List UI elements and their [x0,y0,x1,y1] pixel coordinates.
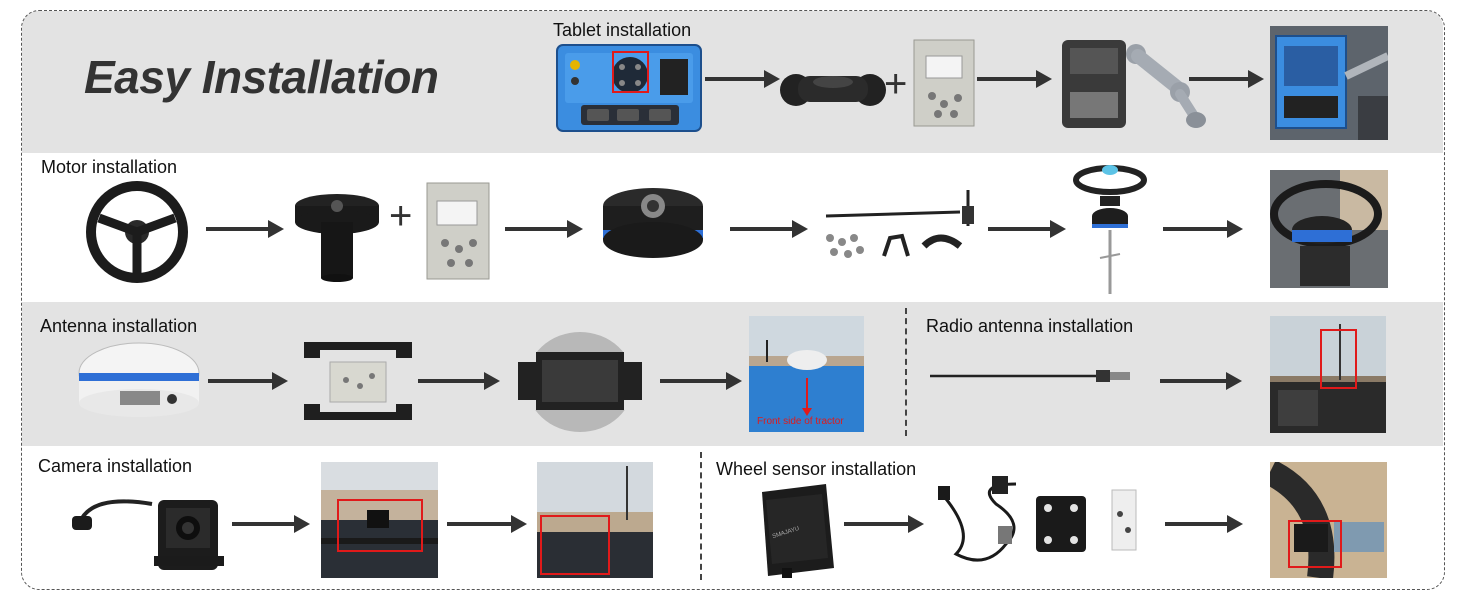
antenna-with-bracket-image [518,332,642,432]
camera-installed-photo [537,462,653,578]
assembled-steering-image [1073,165,1147,294]
dashed-frame [21,10,1445,590]
tablet-section-band [22,11,1443,153]
wheel-sensor-device-image [762,484,834,578]
camera-device-image [72,499,224,570]
camera-section-band [22,446,1443,588]
plus-icon: + [389,194,413,238]
section-divider [700,452,702,580]
arrow-right-icon [206,220,284,238]
mount-highlight-box [612,51,649,93]
arrow-right-icon [418,372,500,390]
antenna-bracket-kit-image [304,342,412,420]
antenna-roof-photo: Front side of tractor [749,316,864,432]
antenna-section-label: Antenna installation [40,316,198,336]
installed-radio-antenna-photo [1270,316,1386,433]
section-divider [905,308,907,436]
arrow-right-icon [208,372,288,390]
installed-tablet-photo [1270,26,1388,140]
arrow-right-icon [1160,372,1242,390]
camera-location-highlight-box [540,515,610,575]
front-side-caption: Front side of tractor [757,416,844,427]
gnss-antenna-image [78,342,200,417]
bracket-kit-image [825,190,974,258]
radio-antenna-highlight-box [1320,329,1357,389]
arrow-right-icon [505,220,583,238]
wheel-sensor-cable-kit-image [938,476,1137,562]
tablet-device-image [556,44,702,132]
steering-wheel-image [86,181,188,283]
camera-mount-photo [321,462,438,578]
plus-icon: + [884,62,908,106]
wheel-sensor-section-label: Wheel sensor installation [716,459,917,479]
arrow-right-icon [977,70,1052,88]
electric-motor-image [603,188,703,258]
screws-bag-image [913,39,975,127]
arrow-right-icon [232,515,310,533]
ball-mount-image [780,74,886,106]
arrow-right-icon [730,220,808,238]
tablet-arm-mount-image [1062,40,1206,128]
installed-motor-photo [1270,170,1388,288]
arrow-right-icon [660,372,742,390]
arrow-right-icon [988,220,1066,238]
radio-antenna-image [930,370,1130,382]
arrow-right-icon [1163,220,1243,238]
arrow-right-icon [1189,70,1264,88]
arrow-right-icon [844,515,924,533]
tablet-section-label: Tablet installation [553,20,692,40]
motor-screws-bag-image [426,182,490,280]
camera-highlight-box [337,499,423,552]
arrow-right-icon [705,70,780,88]
page-title: Easy Installation [84,51,439,103]
motor-section-label: Motor installation [41,157,178,177]
arrow-right-icon [447,515,527,533]
radio-antenna-section-label: Radio antenna installation [926,316,1134,336]
arrow-right-icon [1165,515,1243,533]
camera-section-label: Camera installation [38,456,193,476]
wheel-sensor-highlight-box [1288,520,1342,568]
steering-adapter-image [295,194,379,282]
